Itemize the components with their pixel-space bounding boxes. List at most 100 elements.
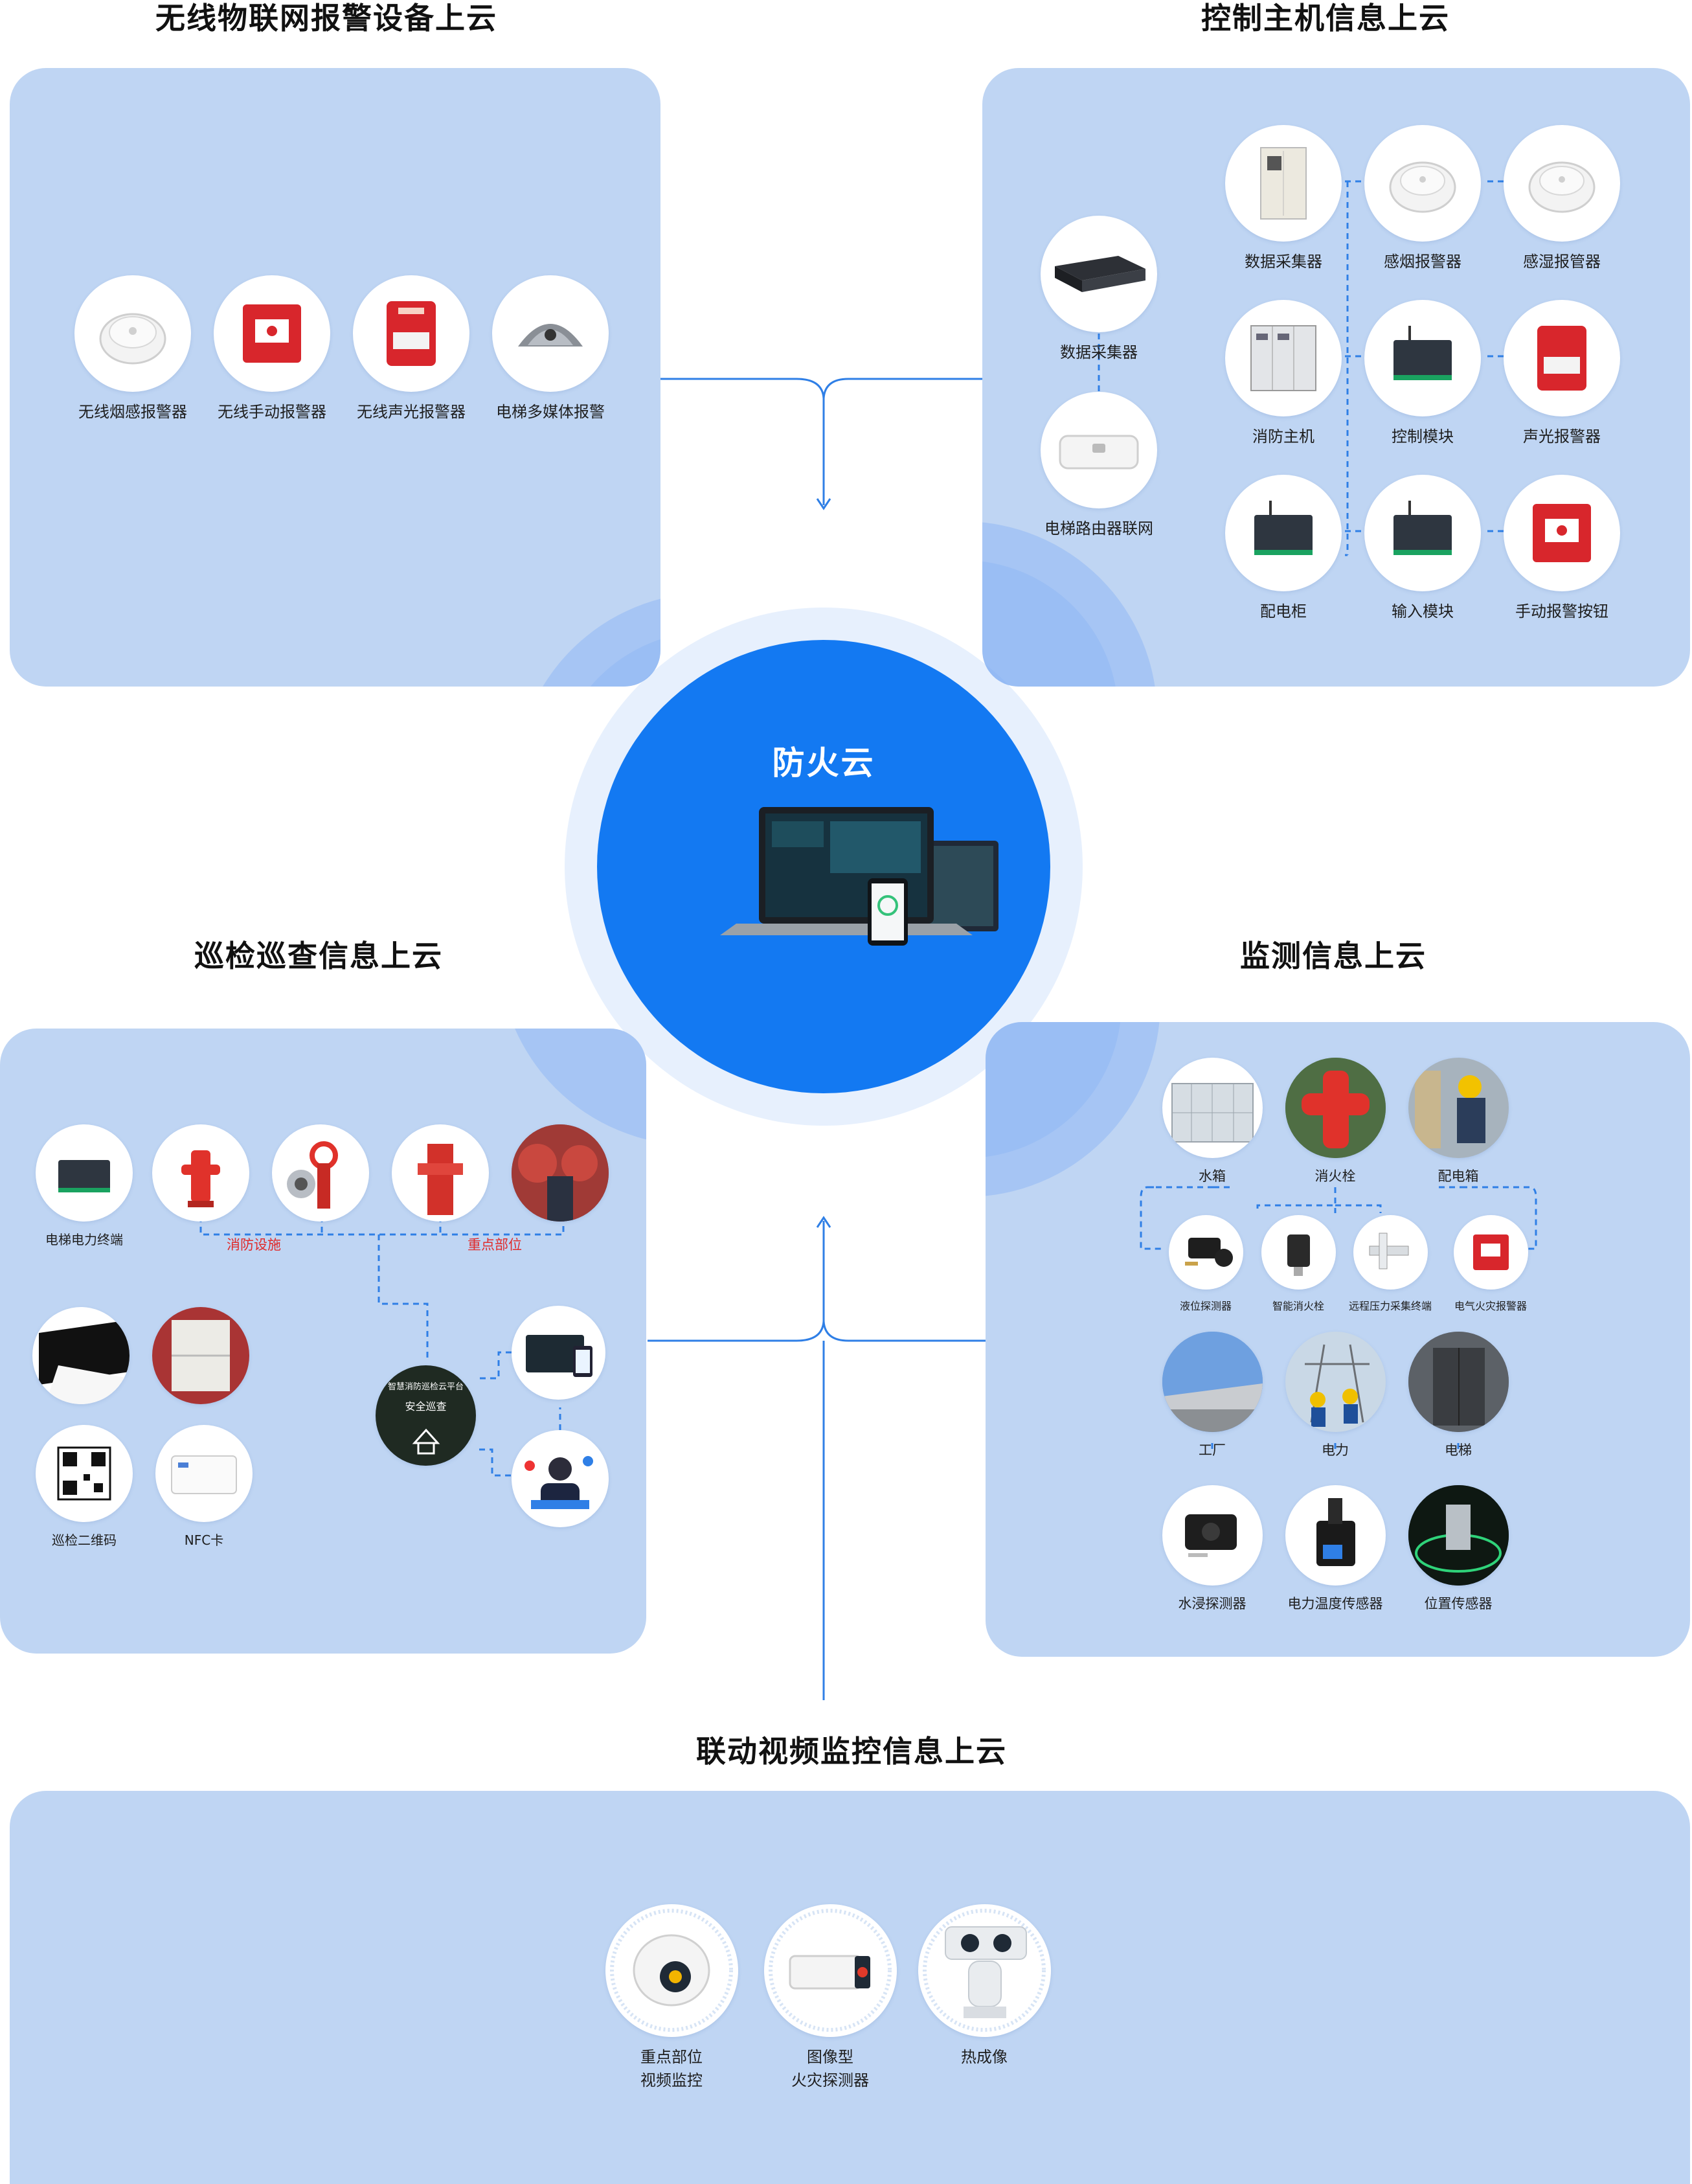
operator-icon[interactable] xyxy=(512,1430,609,1527)
cabinet-icon xyxy=(1225,125,1342,242)
device-host-grid-5[interactable]: 控制模块 xyxy=(1351,300,1494,446)
monitor-row3-item-3[interactable]: 电梯 xyxy=(1406,1332,1510,1459)
monitor-row2-item-1[interactable]: 液位探测器 xyxy=(1157,1215,1254,1313)
factory-icon xyxy=(1162,1332,1263,1432)
device-label: 水箱 xyxy=(1199,1168,1226,1184)
video-section-title: 联动视频监控信息上云 xyxy=(696,1734,1007,1769)
device-host-grid-1[interactable]: 数据采集器 xyxy=(1212,125,1355,271)
device-label: 电梯 xyxy=(1445,1442,1472,1458)
patrol-section-title: 巡检巡查信息上云 xyxy=(194,938,443,973)
wireless-section-title: 无线物联网报警设备上云 xyxy=(155,1,497,36)
thermal-camera-icon xyxy=(918,1904,1051,2037)
device-label: 输入模块 xyxy=(1392,602,1454,620)
manual-alarm-button-icon xyxy=(1504,475,1620,591)
video-device-1[interactable]: 重点部位 视频监控 xyxy=(603,1904,739,2090)
platform-title: 智慧消防巡检云平台 xyxy=(387,1382,464,1392)
device-host-grid-3[interactable]: 感湿报管器 xyxy=(1491,125,1633,271)
distribution-box-icon xyxy=(1408,1058,1509,1158)
device-host-grid-8[interactable]: 输入模块 xyxy=(1351,475,1494,621)
water-leak-detector-icon xyxy=(1162,1485,1263,1586)
monitor-row4-item-3[interactable]: 位置传感器 xyxy=(1406,1485,1510,1613)
device-label: 电梯多媒体报警 xyxy=(496,403,605,421)
device-label: 电气火灾报警器 xyxy=(1454,1300,1527,1312)
qr-code-icon xyxy=(36,1425,133,1522)
manual-alarm-icon xyxy=(214,275,330,392)
smart-hydrant-icon xyxy=(1261,1215,1336,1290)
monitor-row1-item-2[interactable]: 消火栓 xyxy=(1283,1058,1387,1185)
device-label-line2: 视频监控 xyxy=(640,2071,703,2089)
device-elevator-router[interactable]: 电梯路由器联网 xyxy=(1021,392,1177,538)
center-title: 防火云 xyxy=(772,744,875,782)
hydrant-post-icon[interactable] xyxy=(392,1124,489,1222)
distribution-cabinet-icon xyxy=(1225,475,1342,591)
hydrant-valve-icon[interactable] xyxy=(272,1124,369,1222)
monitor-row1-item-1[interactable]: 水箱 xyxy=(1160,1058,1264,1185)
monitor-row3-item-2[interactable]: 电力 xyxy=(1283,1332,1387,1459)
card-qr-code[interactable]: 巡检二维码 xyxy=(19,1425,149,1549)
device-label: 控制模块 xyxy=(1392,427,1454,446)
group-label-key-areas: 重点部位 xyxy=(468,1237,522,1253)
device-label: 消火栓 xyxy=(1314,1168,1356,1184)
device-label: 无线声光报警器 xyxy=(357,403,466,421)
device-host-grid-4[interactable]: 消防主机 xyxy=(1212,300,1355,446)
device-label-line2: 火灾探测器 xyxy=(791,2071,869,2089)
host-section-title: 控制主机信息上云 xyxy=(1201,1,1450,36)
monitor-row3-item-1[interactable]: 工厂 xyxy=(1160,1332,1264,1459)
device-host-grid-9[interactable]: 手动报警按钮 xyxy=(1491,475,1633,621)
device-label: 配电柜 xyxy=(1260,602,1307,620)
hydrant-icon xyxy=(1285,1058,1386,1158)
device-wireless-sound-light[interactable]: 无线声光报警器 xyxy=(333,275,489,422)
device-host-grid-7[interactable]: 配电柜 xyxy=(1212,475,1355,621)
device-label: 数据采集器 xyxy=(1060,343,1138,361)
video-device-2[interactable]: 图像型 火灾探测器 xyxy=(756,1904,905,2090)
device-label: 手动报警按钮 xyxy=(1515,602,1608,620)
device-wireless-manual[interactable]: 无线手动报警器 xyxy=(194,275,350,422)
monitor-row2-item-4[interactable]: 电气火灾报警器 xyxy=(1432,1215,1549,1313)
device-label-line1: 热成像 xyxy=(961,2048,1008,2066)
device-label: 配电箱 xyxy=(1438,1168,1479,1184)
device-host-grid-6[interactable]: 声光报警器 xyxy=(1491,300,1633,446)
monitor-row4-item-1[interactable]: 水浸探测器 xyxy=(1160,1485,1264,1613)
sound-light-alarm-icon xyxy=(353,275,469,392)
device-label: 智能消火栓 xyxy=(1272,1300,1324,1312)
humidity-detector-icon xyxy=(1504,125,1620,242)
cabinet-icon[interactable] xyxy=(152,1307,249,1404)
pump-room-icon[interactable] xyxy=(512,1124,609,1222)
fire-cloud-center[interactable]: 防火云 xyxy=(597,640,1050,1093)
device-label: 水浸探测器 xyxy=(1178,1596,1246,1611)
patrol-platform-screen[interactable]: 智慧消防巡检云平台 安全巡查 xyxy=(376,1365,476,1466)
power-station-icon xyxy=(1285,1332,1386,1432)
device-elevator-power-terminal[interactable]: 电梯电力终端 xyxy=(19,1124,149,1248)
devices-illustration-icon xyxy=(720,807,998,946)
level-detector-icon xyxy=(1168,1215,1243,1290)
monitor-row4-item-2[interactable]: 电力温度传感器 xyxy=(1274,1485,1397,1613)
video-device-3[interactable]: 热成像 xyxy=(916,1904,1052,2067)
device-label: 工厂 xyxy=(1199,1442,1226,1458)
monitor-section-title: 监测信息上云 xyxy=(1240,938,1427,973)
temperature-sensor-icon xyxy=(1285,1485,1386,1586)
patrol-button[interactable]: 安全巡查 xyxy=(405,1400,447,1413)
device-wireless-smoke[interactable]: 无线烟感报警器 xyxy=(55,275,210,422)
device-label: 数据采集器 xyxy=(1245,253,1322,271)
tablet-devices-icon[interactable] xyxy=(512,1306,605,1400)
fire-host-icon xyxy=(1225,300,1342,416)
monitor-row2-item-3[interactable]: 远程压力采集终端 xyxy=(1329,1215,1452,1313)
device-label: 无线烟感报警器 xyxy=(78,403,187,421)
device-label-line1: 图像型 xyxy=(807,2048,853,2066)
monitor-row2-item-2[interactable]: 智能消火栓 xyxy=(1246,1215,1350,1313)
position-sensor-icon xyxy=(1408,1485,1509,1586)
device-host-grid-2[interactable]: 感烟报警器 xyxy=(1351,125,1494,271)
input-module-icon xyxy=(1364,475,1481,591)
device-label: 电梯电力终端 xyxy=(45,1232,123,1247)
device-label: 声光报警器 xyxy=(1523,427,1601,446)
card-nfc[interactable]: NFC卡 xyxy=(139,1425,269,1549)
card-label: NFC卡 xyxy=(184,1532,224,1548)
monitor-row1-item-3[interactable]: 配电箱 xyxy=(1406,1058,1510,1185)
nfc-reader-icon[interactable] xyxy=(32,1307,130,1404)
elevator-alarm-icon xyxy=(492,275,609,392)
hydrant-icon[interactable] xyxy=(152,1124,249,1222)
data-collector-icon xyxy=(1041,216,1157,332)
device-host-data-collector[interactable]: 数据采集器 xyxy=(1028,216,1170,362)
device-elevator-multimedia[interactable]: 电梯多媒体报警 xyxy=(473,275,628,422)
device-label: 电力温度传感器 xyxy=(1287,1596,1383,1611)
